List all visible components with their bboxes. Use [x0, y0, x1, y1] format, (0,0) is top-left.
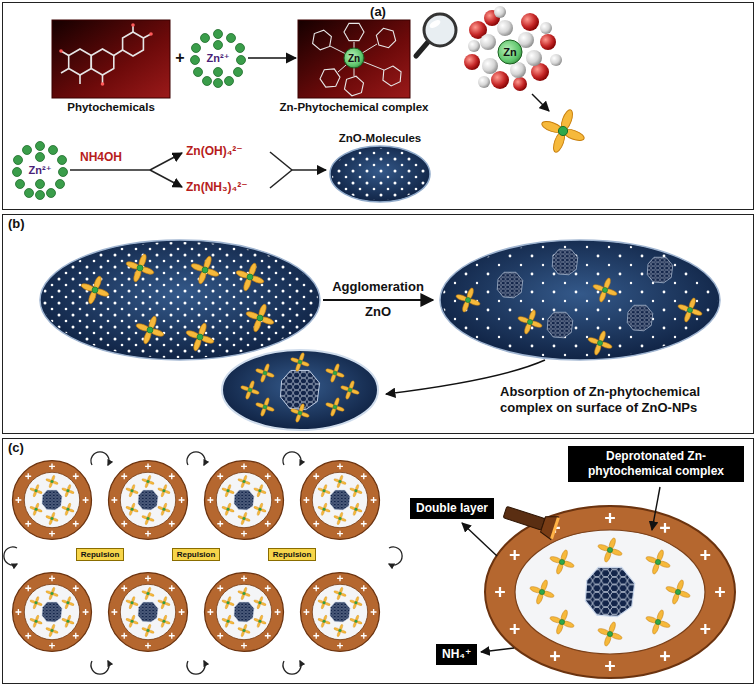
space-filling-model [464, 6, 562, 91]
motion-arrows [4, 452, 402, 674]
image-frame [298, 20, 410, 98]
caption: Phytochemicals [67, 101, 155, 113]
panel-label: (a) [370, 4, 386, 19]
bonds [330, 42, 384, 76]
tag-text: Repulsion [81, 550, 120, 559]
callout-text: NH₄⁺ [442, 647, 471, 662]
repulsion-tag: Repulsion [268, 548, 317, 561]
panel: (a)PhytochemicalsZn²⁺Zn-Phytochemical co… [2, 2, 754, 210]
image-box: Phytochemicals [52, 20, 170, 98]
oxygen-atoms [59, 23, 153, 86]
ring [342, 19, 367, 45]
zinc-atom [498, 40, 522, 64]
complex-image [298, 19, 410, 98]
process-arrow [323, 299, 433, 301]
stabilised-particles [13, 461, 380, 652]
process-label: Agglomeration [332, 279, 424, 294]
large-particle [485, 506, 735, 678]
image-frame [52, 20, 170, 98]
ring [383, 65, 402, 86]
callout-box: Deprotonated Zn-phytochemical complex [568, 446, 744, 482]
species-label: Zn(OH)₄²⁻ [186, 144, 243, 158]
caption: ZnO-Molecules [339, 132, 421, 144]
repulsion-tag: Repulsion [76, 548, 125, 561]
caption: Zn-Phytochemical complex [280, 101, 429, 113]
atom-label: Zn [348, 53, 360, 64]
ring [375, 26, 397, 50]
tag-text: Repulsion [273, 550, 312, 559]
ring [343, 74, 364, 97]
ring [312, 29, 333, 52]
torch [501, 501, 560, 541]
panel: (c) Repulsion Repulsion Repulsion Deprotonat… [2, 438, 754, 684]
complex-symbol [540, 108, 585, 153]
ion-cluster: Zn²⁺ [190, 28, 246, 88]
species-label: Zn(NH₃)₄²⁻ [186, 180, 248, 194]
ion-label: Zn²⁺ [27, 164, 54, 177]
atom-label: Zn [503, 46, 516, 58]
reagent-label: NH4OH [80, 150, 122, 164]
repulsion-tag: Repulsion [172, 548, 221, 561]
zinc-ions [191, 30, 246, 88]
zinc-ions [13, 142, 68, 200]
capped-nanoparticle [222, 350, 378, 430]
magnifier [416, 14, 456, 56]
panel-label: (c) [8, 440, 24, 455]
zno-molecules [330, 146, 430, 202]
phytochemical-image [52, 20, 170, 98]
tag-text: Repulsion [177, 550, 216, 559]
dispersed-solution [40, 240, 320, 360]
arrow [532, 94, 549, 111]
connector-arrow [248, 57, 296, 59]
plus-sign: + [175, 49, 184, 67]
particle-oval: ZnO-Molecules [330, 146, 430, 202]
process-label: ZnO [365, 304, 391, 319]
callout-text: Deprotonated Zn-phytochemical complex [574, 449, 738, 479]
callout-box: Double layer [410, 498, 494, 519]
zinc-atom [344, 48, 364, 68]
callout-text: Double layer [416, 501, 488, 516]
ion-label: Zn²⁺ [205, 52, 232, 65]
note-text: Absorption of Zn-phytochemical complex o… [500, 384, 750, 416]
ion-cluster: Zn²⁺ [12, 140, 68, 200]
agglomerated-solution [440, 240, 720, 360]
panel-label: (b) [8, 216, 25, 231]
ring [318, 65, 342, 90]
molecule-drawing [61, 25, 151, 84]
callout-box: NH₄⁺ [436, 644, 477, 665]
